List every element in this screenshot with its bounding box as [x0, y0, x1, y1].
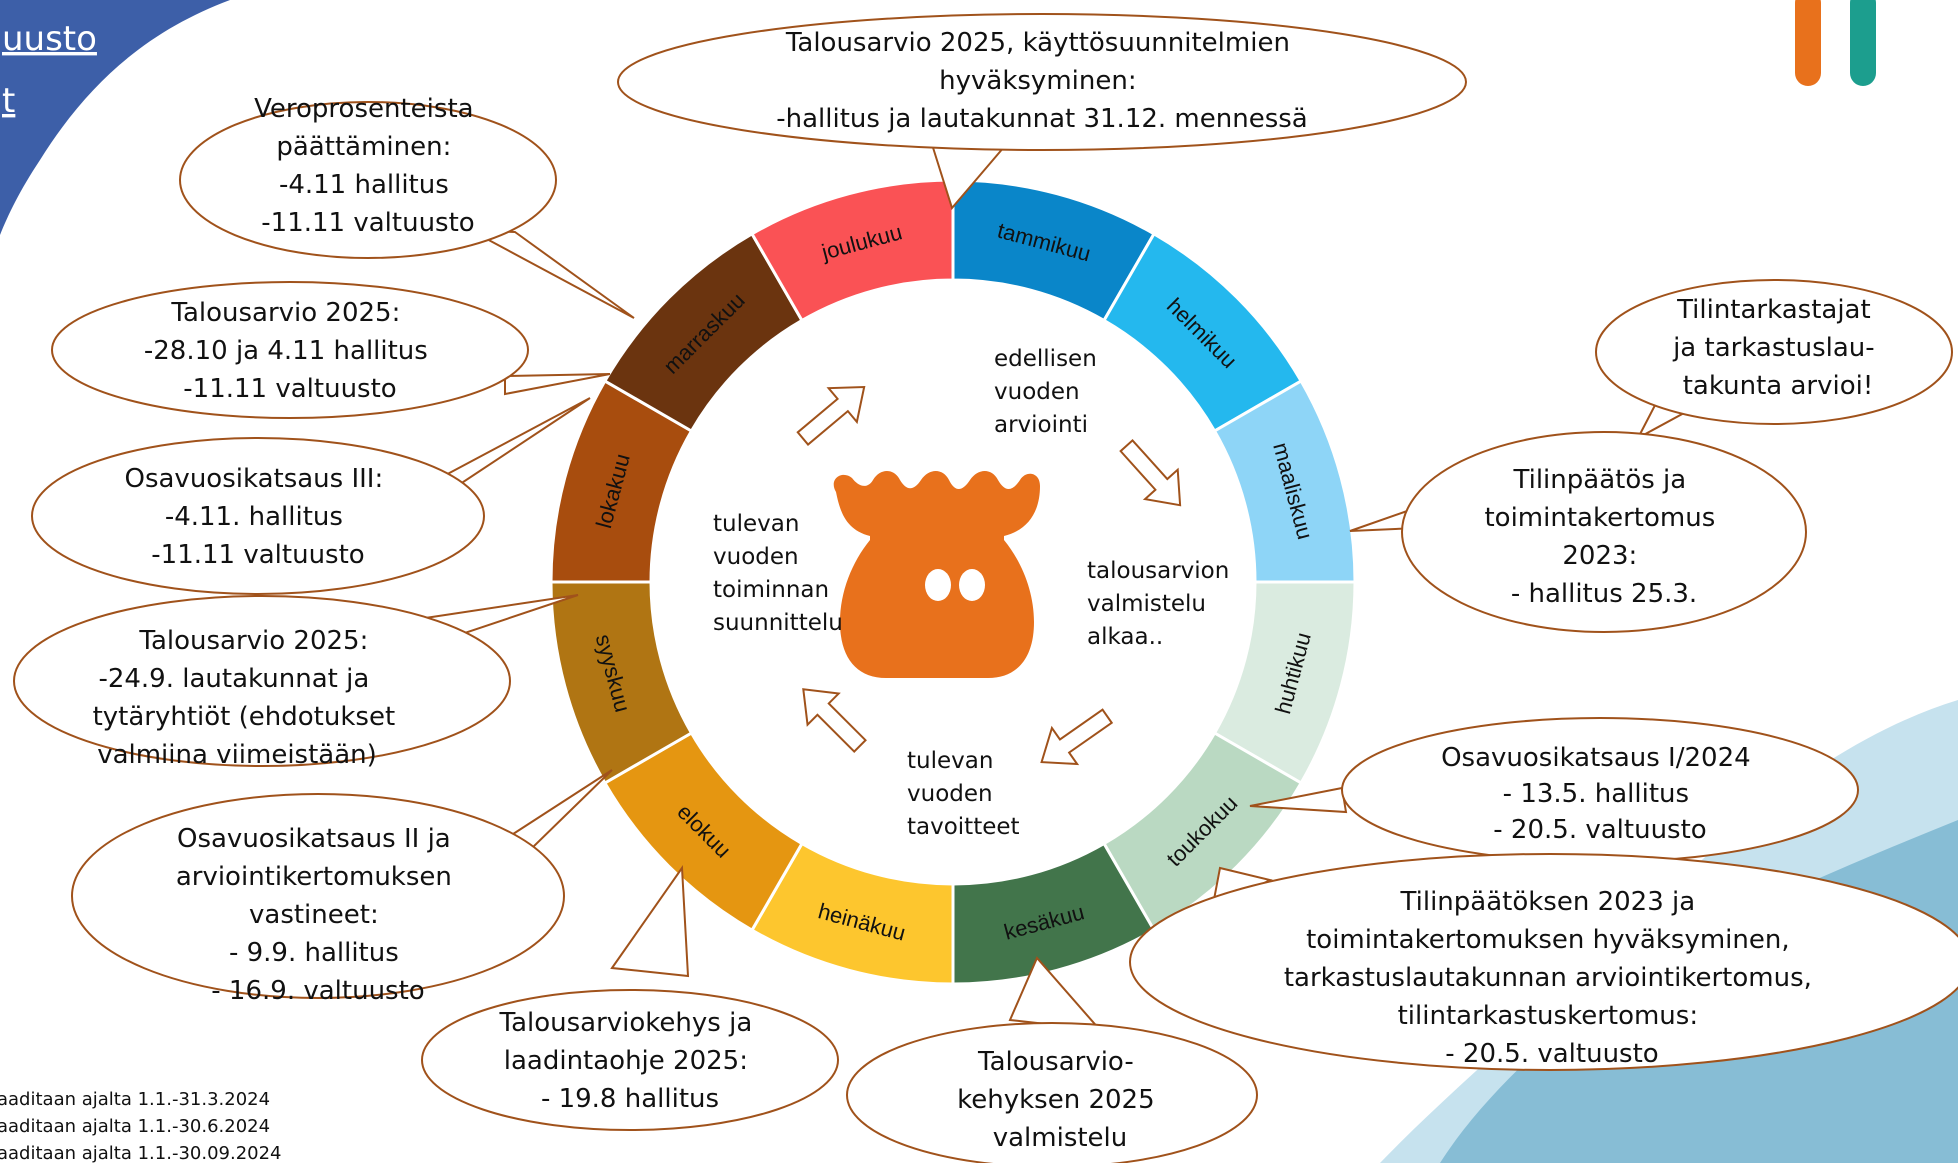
corner-link-2[interactable]: t	[2, 81, 15, 121]
svg-text:uusto: uusto	[2, 19, 97, 59]
callout-kehys-laadinta-text: Talousarviokehys ja laadintaohje 2025: -…	[498, 1008, 760, 1114]
callout-top	[617, 13, 1467, 211]
callout-kehys-valmistelu-text: Talousarvio- kehyksen 2025 valmistelu	[957, 1047, 1163, 1153]
callout-talousarvio-hallitus	[51, 281, 611, 419]
callout-top-text: Talousarvio 2025, käyttösuunnitelmien hy…	[776, 28, 1307, 134]
logo-icon	[1795, 0, 1876, 86]
callout-talousarvio-lautakunnat	[13, 594, 579, 767]
arrow-down-right-icon	[1119, 438, 1182, 507]
cycle-arrows	[796, 385, 1182, 766]
callout-tilinpaatos	[1349, 431, 1807, 633]
arrow-down-left-icon	[1040, 708, 1114, 766]
callout-talousarvio-hallitus-text: Talousarvio 2025: -28.10 ja 4.11 hallitu…	[144, 298, 436, 404]
callout-osavuosikatsaus-2	[71, 769, 613, 999]
callout-talousarvio-lautakunnat-text: Talousarvio 2025: -24.9. lautakunnat ja …	[93, 626, 404, 770]
center-label-budget-start: talousarvion valmistelu alkaa..	[1087, 558, 1237, 650]
callout-tilintarkastajat-text: Tilintarkastajat ja tarkastuslau- takunt…	[1672, 295, 1883, 401]
callout-osavuosikatsaus-1	[1249, 717, 1859, 863]
callout-tilinpaatos-hyvaksyminen	[1129, 853, 1958, 1071]
center-label-planning: tulevan vuoden toiminnan suunnittelu	[713, 511, 843, 636]
callout-osavuosikatsaus-1-text: Osavuosikatsaus I/2024 - 13.5. hallitus …	[1441, 743, 1759, 845]
month-ring: tammikuuhelmikuumaaliskuuhuhtikuutoukoku…	[549, 178, 1357, 986]
center-label-evaluation: edellisen vuoden arviointi	[994, 346, 1104, 438]
callout-veroprosentit-text: Veroprosenteista päättäminen: -4.11 hall…	[254, 94, 482, 238]
callout-osavuosikatsaus-3-text: Osavuosikatsaus III: -4.11. hallitus -11…	[124, 464, 391, 570]
footnote-2: laaditaan ajalta 1.1.-30.6.2024	[0, 1116, 270, 1137]
callout-veroprosentit	[179, 101, 635, 319]
center-label-goals: tulevan vuoden tavoitteet	[907, 748, 1020, 840]
footnote-1: laaditaan ajalta 1.1.-31.3.2024	[0, 1089, 270, 1110]
footnote-3: laaditaan ajalta 1.1.-30.09.2024	[0, 1143, 282, 1163]
callout-osavuosikatsaus-3	[31, 397, 591, 595]
callout-kehys-laadinta	[421, 865, 839, 1131]
arrow-up-left-icon	[802, 688, 867, 753]
callout-kehys-valmistelu	[846, 956, 1258, 1163]
corner-link-1[interactable]: uusto	[2, 19, 97, 59]
logo-bar-orange	[1795, 0, 1821, 86]
logo-bar-teal	[1850, 0, 1876, 86]
callouts	[13, 13, 1958, 1163]
arrow-up-right-icon	[796, 385, 866, 446]
callout-tilintarkastajat	[1595, 279, 1953, 441]
callout-tilinpaatos-text: Tilinpäätös ja toimintakertomus 2023: - …	[1484, 465, 1723, 609]
corner-header: uusto t	[0, 0, 230, 235]
callout-osavuosikatsaus-2-text: Osavuosikatsaus II ja arviointikertomuks…	[176, 824, 460, 1006]
callout-tilinpaatos-hyvaksyminen-text: Tilinpäätöksen 2023 ja toimintakertomuks…	[1284, 887, 1820, 1069]
corner-shape	[0, 0, 230, 235]
svg-text:t: t	[2, 81, 15, 121]
moose-head-icon	[833, 471, 1040, 678]
